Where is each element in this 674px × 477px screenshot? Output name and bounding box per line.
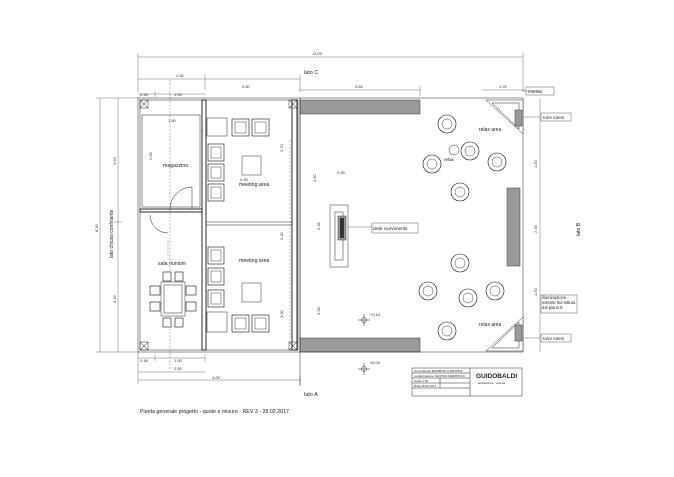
meeting-area-bottom-furniture — [206, 246, 270, 333]
label-elev-plus: +0,10 — [370, 312, 381, 317]
dim-overall-width: 12.00 — [312, 51, 323, 56]
label-totem-top: torre totem — [543, 115, 565, 120]
label-monitor: monitor — [528, 89, 543, 94]
label-illuminazione: illuminazione sotente led lettura dal pi… — [542, 295, 576, 310]
dim-180: 1.80 — [168, 118, 177, 123]
dim-245-right: 2.45 — [533, 224, 538, 233]
room-label-meeting-area-1: meeting area — [239, 182, 269, 188]
dim-250-bot: 2.50 — [174, 366, 183, 371]
meeting-table — [149, 271, 197, 328]
side-label-c: lato C — [304, 70, 318, 76]
drawing-caption: Pianta generale progetto - quote e misur… — [140, 409, 289, 415]
elevation-marker-plus — [358, 314, 370, 326]
room-label-sala-riunioni: sala riunioni — [158, 261, 186, 267]
title-block-firm: GUIDOBALDI — [476, 373, 517, 380]
dim-245-left: 2.45 — [279, 231, 284, 240]
reception-desk — [329, 204, 372, 268]
title-block-firm-sub: architecture · events — [478, 381, 506, 385]
room-label-magazzino: magazzino — [163, 163, 188, 169]
dim-150: 1.50 — [174, 92, 183, 97]
dim-316: 3.16 — [112, 294, 117, 303]
main-space — [299, 97, 524, 385]
dim-300-left: 3.00 — [279, 309, 284, 318]
label-totem-bottom: torre totem — [543, 336, 565, 341]
dim-048-top: 0.48 — [140, 92, 149, 97]
title-block-row3: Scala 1:50 — [414, 379, 429, 383]
relax-area-top-chairs — [422, 114, 507, 202]
walls — [137, 80, 301, 370]
bottom-dimensions: 0.48 1.50 2.50 4.00 — [137, 352, 301, 386]
dim-400: 4.00 — [212, 375, 221, 380]
dim-270: 2.70 — [279, 143, 284, 152]
title-block-row2: Localizzazione CENTRO FIERISTICO — [414, 374, 466, 378]
dim-095-desk: 0.95 — [337, 170, 346, 175]
title-block-row4: Data 28.02.2017 — [414, 384, 437, 388]
dim-150-right: 1.50 — [533, 159, 538, 168]
dim-150-bot: 1.50 — [174, 358, 183, 363]
room-label-meeting-area-2: meeting area — [239, 258, 269, 264]
dim-150-desk: 1.50 — [312, 173, 317, 182]
dim-300-desk: 3.00 — [316, 306, 321, 315]
side-label-left: lato chiuso confinante — [109, 209, 115, 258]
label-relax-area-2: relax area — [479, 322, 501, 328]
totem-bottom — [485, 316, 524, 352]
side-label-b: lato B — [576, 222, 582, 236]
dim-048-bot: 0.48 — [140, 358, 149, 363]
meeting-area-top-furniture — [206, 117, 270, 202]
dim-250-top: 2.50 — [176, 73, 185, 78]
elevation-marker-zero — [358, 363, 370, 375]
dim-265: 2.65 — [148, 151, 153, 160]
label-relax-area-1: relax area — [479, 127, 501, 133]
dim-125: 1.25 — [499, 84, 508, 89]
label-relax-mid: relax — [444, 157, 455, 162]
label-elev-zero: ±0,00 — [370, 360, 381, 365]
title-block-row1: Committente BOMBONI & PIETRINI — [414, 369, 463, 373]
label-desk: desk ricevimento — [373, 226, 408, 231]
dim-830: 8.30 — [94, 223, 99, 232]
dim-365: 3.65 — [355, 84, 364, 89]
dim-245-desk: 2.45 — [316, 221, 321, 230]
relax-area-bottom-chairs — [418, 253, 505, 341]
dim-050: 0.50 — [242, 84, 251, 89]
dim-150-right-b: 1.50 — [533, 287, 538, 296]
dim-095: 0.95 — [240, 177, 249, 182]
top-dimensions: 12.00 2.50 0.50 0.48 1.50 3.65 1.25 — [137, 51, 525, 97]
title-block — [411, 367, 523, 397]
left-dimensions: 8.30 3.63 3.16 lato chiuso confinante — [94, 97, 140, 353]
side-label-a: lato A — [304, 392, 318, 398]
dim-363: 3.63 — [112, 156, 117, 165]
